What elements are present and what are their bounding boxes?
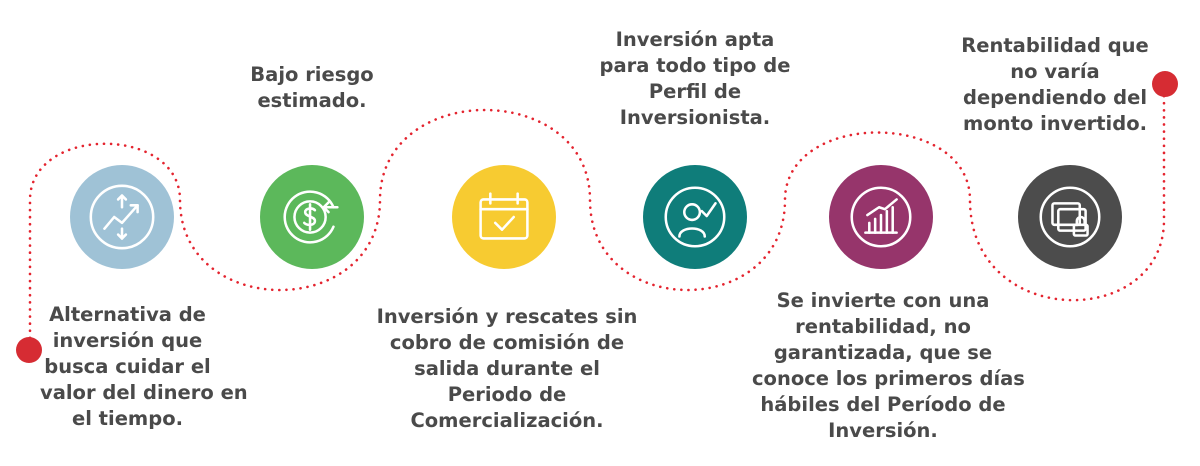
step-5-caption: Se invierte con una rentabilidad, no gar… <box>752 288 1025 444</box>
investor-profile-icon <box>664 186 726 248</box>
calendar-check-icon <box>479 192 529 240</box>
caption-line: garantizada, que se <box>773 341 993 364</box>
step-3-caption: Inversión y rescates sin cobro de comisi… <box>376 304 638 434</box>
step-4-caption: Inversión apta para todo tipo de Perfil … <box>590 27 800 131</box>
step-1-circle <box>70 165 174 269</box>
caption-line: dependiendo del <box>962 86 1147 109</box>
step-6-circle <box>1018 165 1122 269</box>
caption-line: el tiempo. <box>71 407 183 430</box>
step-2-circle <box>260 165 364 269</box>
caption-line: estimado. <box>257 89 367 112</box>
step-1-caption: Alternativa de inversión que busca cuida… <box>40 302 248 432</box>
step-4-circle <box>643 165 747 269</box>
caption-line: Inversión. <box>828 419 938 442</box>
caption-line: Inversionista. <box>619 106 771 129</box>
timeline-start-dot <box>16 337 42 363</box>
caption-line: Inversión y rescates sin <box>376 305 638 328</box>
timeline-end-dot <box>1152 71 1178 97</box>
caption-line: para todo tipo de <box>599 54 791 77</box>
caption-line: monto invertido. <box>963 112 1147 135</box>
caption-line: cobro de comisión de <box>389 331 625 354</box>
caption-line: Comercialización. <box>410 409 604 432</box>
caption-line: Alternativa de <box>49 303 206 326</box>
caption-line: inversión que <box>52 329 203 352</box>
dollar-return-icon <box>283 190 339 244</box>
caption-line: salida durante el <box>414 357 600 380</box>
step-2-caption: Bajo riesgo estimado. <box>223 62 401 114</box>
caption-line: rentabilidad, no <box>795 315 971 338</box>
caption-line: Inversión apta <box>615 28 775 51</box>
caption-line: busca cuidar el <box>44 355 211 378</box>
lock-documents-icon <box>1039 186 1101 248</box>
step-3-circle <box>452 165 556 269</box>
caption-line: Perfil de <box>648 80 742 103</box>
caption-line: Bajo riesgo <box>250 63 374 86</box>
caption-line: Rentabilidad que <box>961 34 1149 57</box>
caption-line: no varía <box>1010 60 1100 83</box>
dotted-path <box>28 83 1166 347</box>
chart-arrows-icon <box>89 184 155 250</box>
caption-line: conoce los primeros días <box>752 367 1025 390</box>
caption-line: hábiles del Período de <box>760 393 1006 416</box>
growth-bars-icon <box>850 186 912 248</box>
caption-line: Periodo de <box>447 383 567 406</box>
caption-line: valor del dinero en <box>40 381 248 404</box>
caption-line: Se invierte con una <box>776 289 990 312</box>
step-6-caption: Rentabilidad que no varía dependiendo de… <box>950 33 1160 137</box>
step-5-circle <box>829 165 933 269</box>
